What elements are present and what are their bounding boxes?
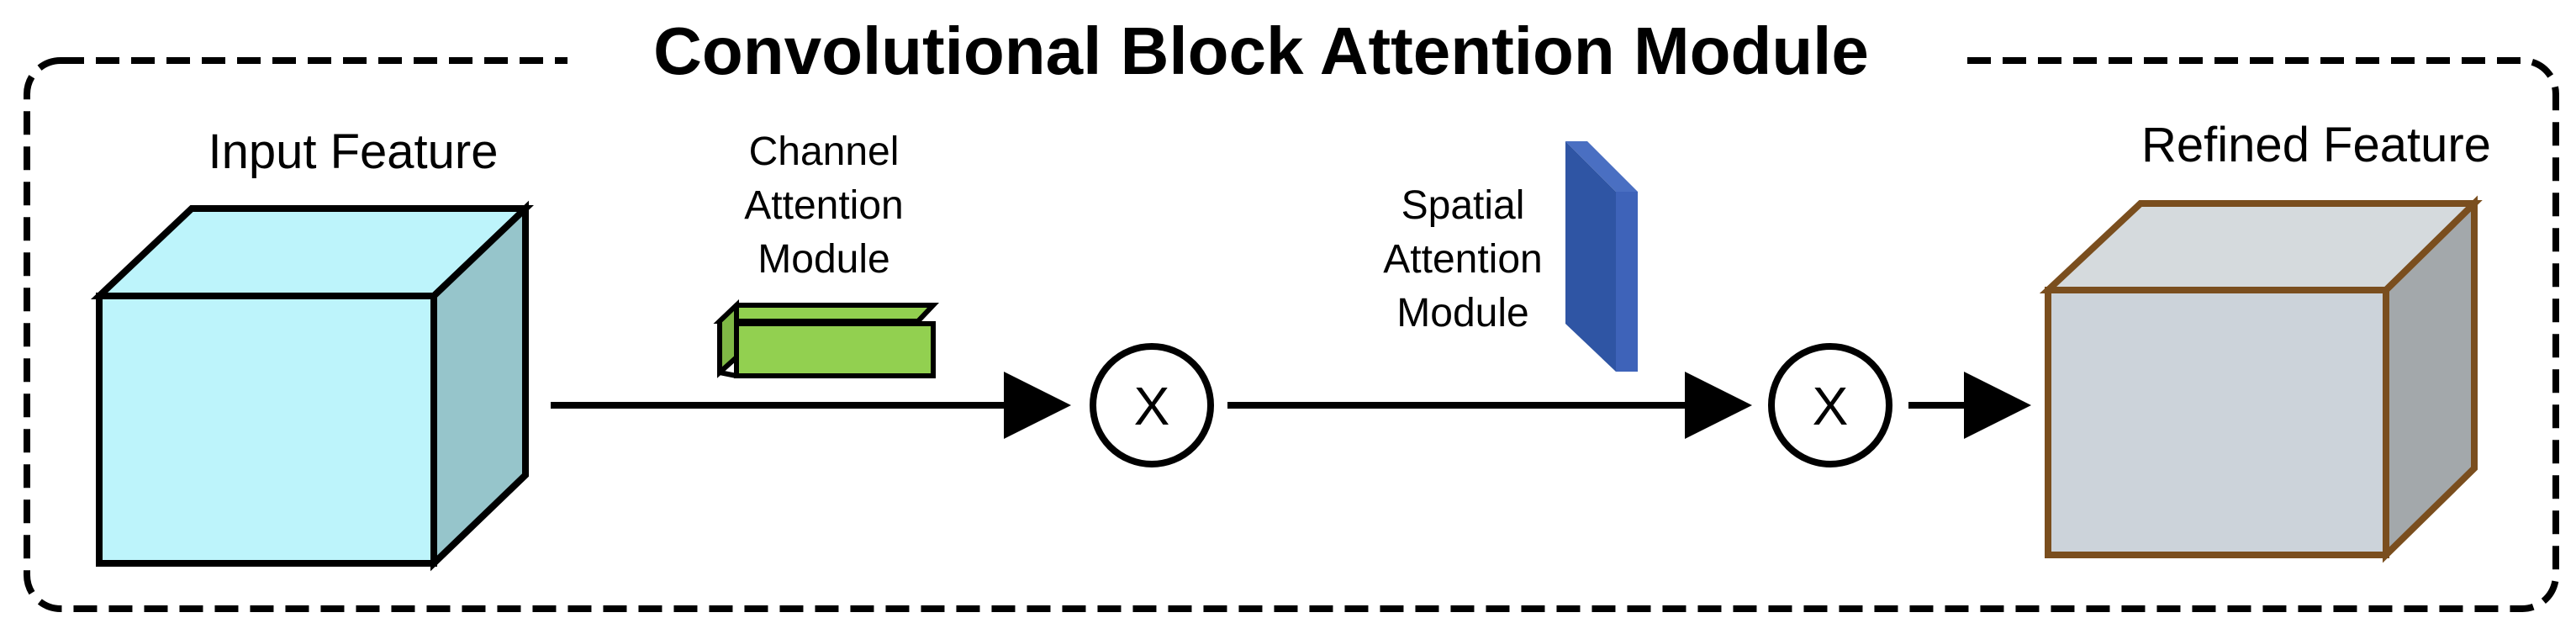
outer-dashed-border bbox=[24, 57, 2559, 612]
multiply-node-1-symbol: X bbox=[1134, 376, 1170, 436]
spatial-attention-block bbox=[1565, 141, 1638, 372]
refined-feature-label: Refined Feature bbox=[2141, 118, 2491, 172]
channel-block-front-face bbox=[734, 321, 936, 378]
multiply-node-2-symbol: X bbox=[1813, 376, 1849, 436]
spatial-module-label-line-3: Module bbox=[1396, 291, 1528, 335]
spatial-module-label-line-1: Spatial bbox=[1401, 183, 1525, 228]
channel-attention-block bbox=[713, 299, 939, 378]
title-background bbox=[567, 15, 1967, 103]
multiply-node-1-circle bbox=[1090, 343, 1214, 467]
channel-module-label-line-3: Module bbox=[757, 237, 889, 282]
output-cube-front-face bbox=[2045, 287, 2389, 558]
multiply-node-2-circle bbox=[1768, 343, 1892, 467]
channel-block-edge bbox=[719, 370, 737, 378]
spatial-block-top-face bbox=[1565, 141, 1638, 192]
channel-block-top-face bbox=[713, 303, 939, 324]
spatial-block-side-face bbox=[1616, 192, 1638, 372]
spatial-block-front-face bbox=[1565, 141, 1616, 372]
multiply-node-2: X bbox=[1768, 343, 1892, 467]
diagram-title: Convolutional Block Attention Module bbox=[653, 13, 1869, 88]
input-feature-cube bbox=[90, 200, 534, 572]
input-cube-front-face bbox=[96, 293, 437, 567]
multiply-node-1: X bbox=[1090, 343, 1214, 467]
spatial-module-label-line-2: Attention bbox=[1383, 237, 1542, 282]
channel-module-label-line-2: Attention bbox=[744, 183, 903, 228]
channel-module-label-line-1: Channel bbox=[749, 129, 900, 174]
refined-feature-cube bbox=[2039, 195, 2483, 563]
input-feature-label: Input Feature bbox=[209, 124, 499, 179]
